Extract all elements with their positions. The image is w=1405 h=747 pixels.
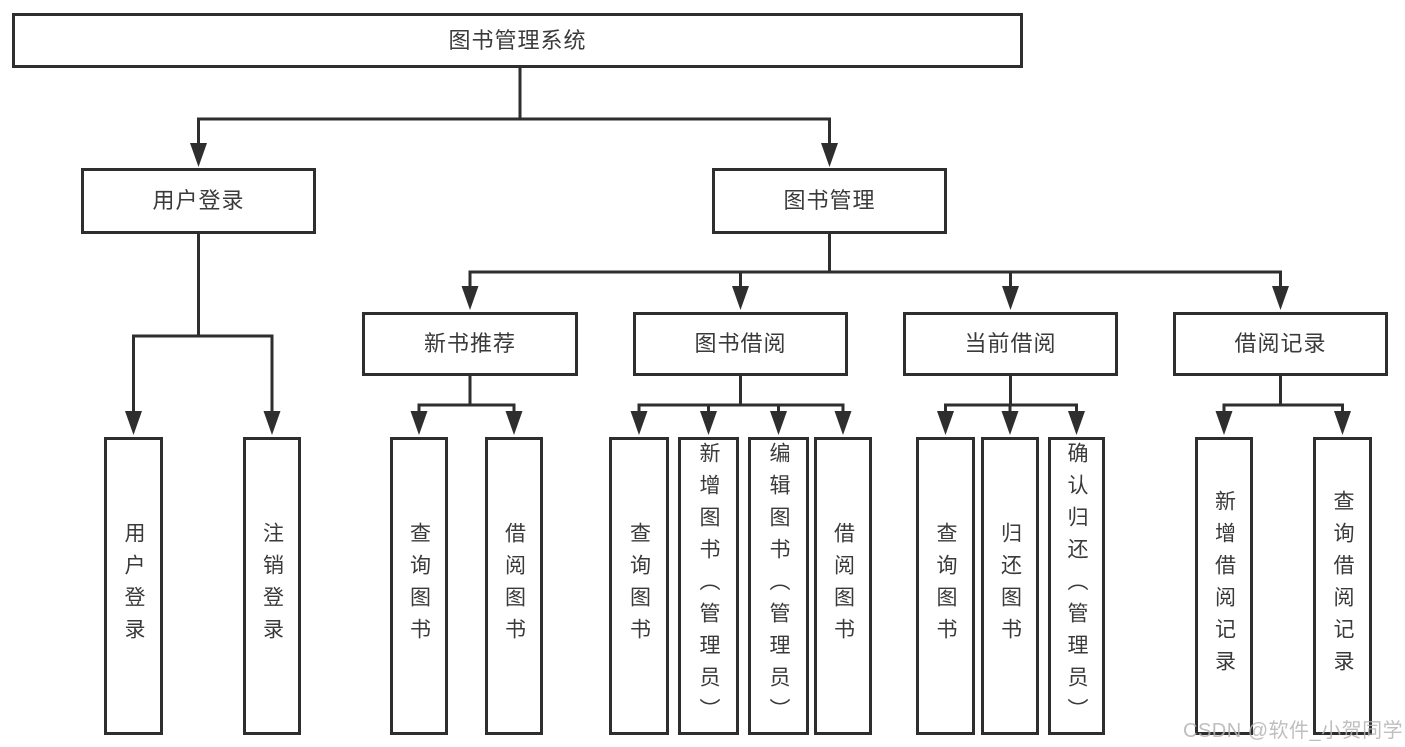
node-leaf-edit-books-admin: 编辑图书（管理员）	[748, 437, 809, 735]
node-root: 图书管理系统	[12, 13, 1023, 68]
node-leaf-query-books-3: 查询图书	[916, 437, 975, 735]
node-leaf-query-books-2: 查询图书	[609, 437, 669, 735]
arrowheads	[125, 143, 1351, 435]
node-leaf-borrow-books-2: 借阅图书	[814, 437, 872, 735]
node-leaf-query-borrow-record: 查询借阅记录	[1313, 437, 1372, 735]
node-book-borrowing: 图书借阅	[633, 312, 848, 376]
node-leaf-add-books-admin: 新增图书（管理员）	[678, 437, 739, 735]
node-leaf-query-books-1: 查询图书	[390, 437, 448, 735]
node-borrowing-records: 借阅记录	[1173, 312, 1388, 376]
node-new-book-recommend: 新书推荐	[362, 312, 578, 376]
node-book-management: 图书管理	[712, 168, 947, 234]
node-user-login: 用户登录	[81, 168, 316, 234]
node-leaf-borrow-books-1: 借阅图书	[485, 437, 543, 735]
watermark: CSDN @软件_小贺同学	[1183, 720, 1404, 742]
node-leaf-confirm-return-admin: 确认归还（管理员）	[1048, 437, 1105, 735]
node-leaf-return-books: 归还图书	[981, 437, 1039, 735]
node-leaf-add-borrow-record: 新增借阅记录	[1195, 437, 1253, 735]
node-leaf-logout: 注销登录	[243, 437, 301, 735]
node-leaf-user-login: 用户登录	[104, 437, 163, 735]
node-current-borrowing: 当前借阅	[903, 312, 1118, 376]
